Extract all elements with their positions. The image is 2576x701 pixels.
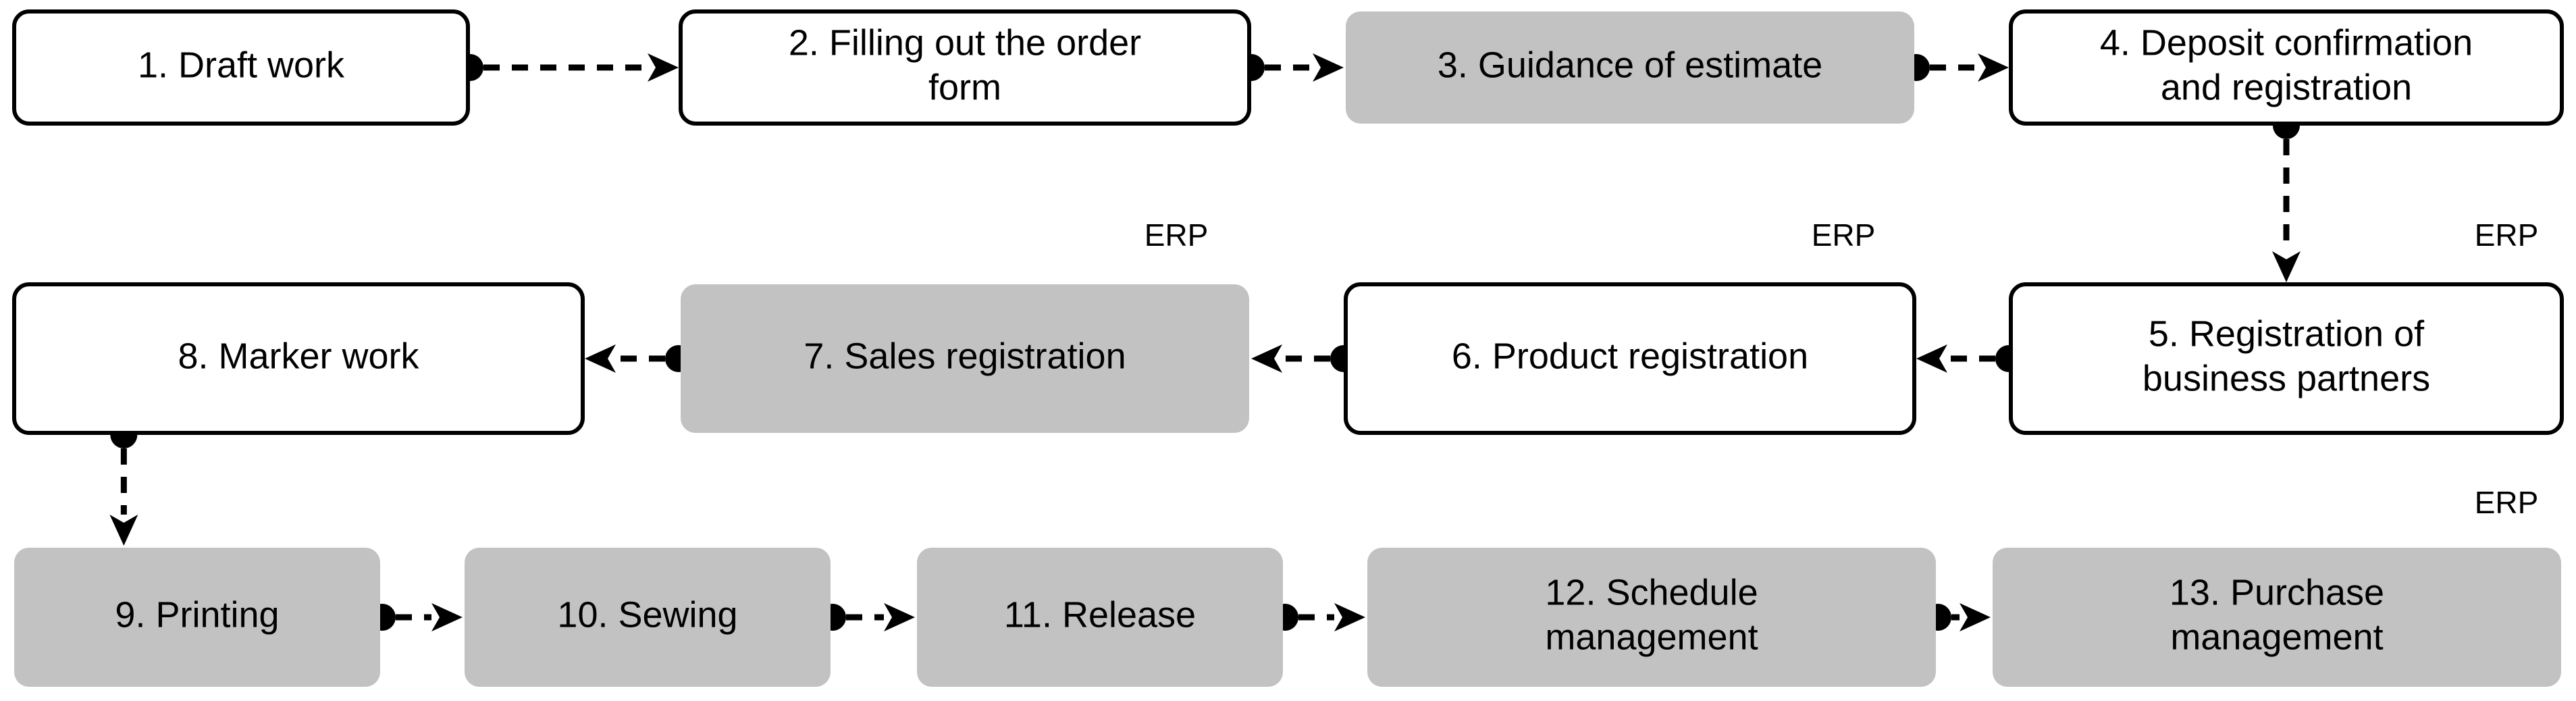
process-node-6[interactable]: 6. Product registration <box>1344 282 1916 435</box>
edge-arrowhead <box>1334 603 1365 631</box>
process-node-label-7: 7. Sales registration <box>804 336 1126 376</box>
process-node-label-12: 12. Schedule <box>1545 572 1758 613</box>
process-node-label-2: form <box>928 67 1001 107</box>
edge-arrowhead <box>1251 344 1282 373</box>
process-node-label-13: management <box>2170 617 2383 657</box>
process-node-box-2 <box>679 9 1251 126</box>
erp-annotation-label: ERP <box>1145 217 1209 253</box>
process-node-label-1: 1. Draft work <box>138 45 345 85</box>
process-node-label-9: 9. Printing <box>115 594 279 635</box>
process-node-box-3 <box>1346 11 1914 124</box>
edge-n9-to-n10 <box>369 603 463 631</box>
edge-arrowhead <box>1313 53 1344 82</box>
process-node-1[interactable]: 1. Draft work <box>12 9 470 126</box>
process-node-label-3: 3. Guidance of estimate <box>1438 45 1822 85</box>
edge-arrowhead <box>109 515 138 546</box>
process-node-box-5 <box>2009 282 2564 435</box>
process-node-box-10 <box>465 548 831 687</box>
edge-n7-to-n8 <box>585 344 692 373</box>
process-node-box-1 <box>12 9 470 126</box>
edge-n8-to-n9 <box>109 421 138 546</box>
process-node-box-8 <box>12 282 585 435</box>
edge-n10-to-n11 <box>819 603 915 631</box>
process-node-label-4: and registration <box>2161 67 2412 107</box>
process-node-box-11 <box>917 548 1283 687</box>
process-node-label-6: 6. Product registration <box>1452 336 1808 376</box>
process-node-label-4: 4. Deposit confirmation <box>2100 22 2473 63</box>
edge-arrowhead <box>1916 344 1947 373</box>
edge-n2-to-n3 <box>1238 53 1344 82</box>
process-node-box-13 <box>1993 548 2561 687</box>
process-node-label-5: 5. Registration of <box>2149 313 2425 354</box>
edge-n3-to-n4 <box>1903 53 2009 82</box>
edge-arrowhead <box>431 603 463 631</box>
process-node-box-7 <box>681 284 1249 433</box>
process-node-8[interactable]: 8. Marker work <box>12 282 585 435</box>
process-node-box-9 <box>14 548 380 687</box>
process-node-label-10: 10. Sewing <box>557 594 737 635</box>
nodes-layer: 1. Draft work 2. Filling out the orderfor… <box>12 9 2564 687</box>
edge-n5-to-n6 <box>1916 344 2022 373</box>
edge-n6-to-n7 <box>1251 344 1357 373</box>
process-node-box-6 <box>1344 282 1916 435</box>
erp-annotation-label: ERP <box>2475 485 2539 520</box>
edge-arrowhead <box>1978 53 2009 82</box>
edge-n4-to-n5 <box>2272 112 2301 282</box>
process-node-3[interactable]: 3. Guidance of estimate <box>1346 11 1914 124</box>
process-node-9[interactable]: 9. Printing <box>14 548 380 687</box>
process-node-7[interactable]: 7. Sales registration <box>681 284 1249 433</box>
process-node-label-8: 8. Marker work <box>178 336 419 376</box>
process-node-label-11: 11. Release <box>1004 594 1196 635</box>
edge-arrowhead <box>2272 251 2301 282</box>
erp-annotation-label: ERP <box>1812 217 1876 253</box>
process-node-label-2: 2. Filling out the order <box>789 22 1141 63</box>
edge-n11-to-n12 <box>1271 603 1365 631</box>
process-node-box-4 <box>2009 9 2564 126</box>
process-node-11[interactable]: 11. Release <box>917 548 1283 687</box>
process-node-10[interactable]: 10. Sewing <box>465 548 831 687</box>
edge-arrowhead <box>1960 603 1991 631</box>
edge-n1-to-n2 <box>456 53 679 82</box>
process-node-box-12 <box>1367 548 1936 687</box>
edge-arrowhead <box>884 603 915 631</box>
edge-arrowhead <box>648 53 679 82</box>
process-node-label-12: management <box>1545 617 1758 657</box>
erp-annotation-label: ERP <box>2475 217 2539 253</box>
annotations-layer: ERP ERP ERP ERP <box>1145 217 2539 520</box>
edge-arrowhead <box>585 344 616 373</box>
process-node-label-5: business partners <box>2143 358 2430 398</box>
process-node-label-13: 13. Purchase <box>2170 572 2384 613</box>
